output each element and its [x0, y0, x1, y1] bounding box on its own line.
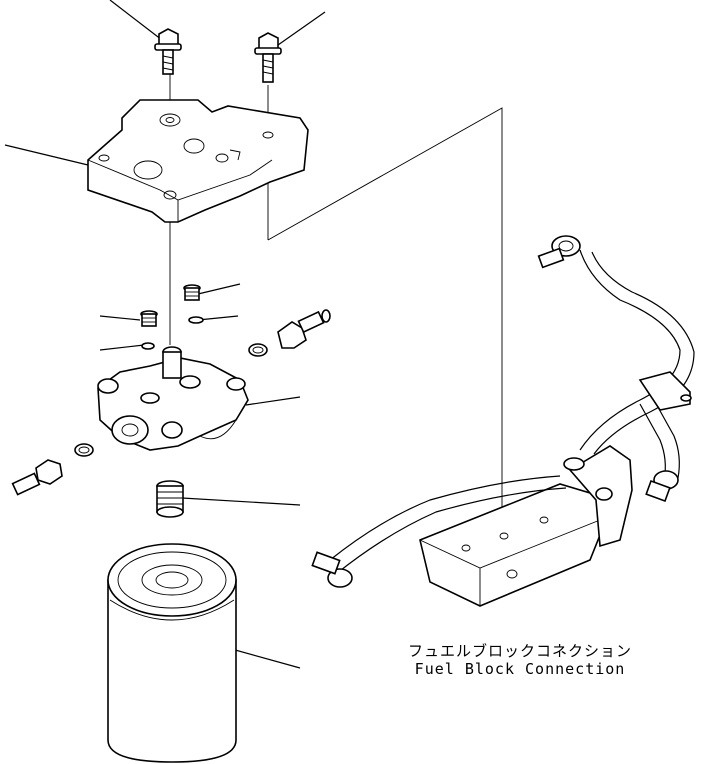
caption-japanese: フュエルブロックコネクション	[407, 642, 632, 660]
fuel-filter-cartridge	[107, 543, 237, 763]
mounting-bracket	[87, 99, 309, 223]
caption-english: Fuel Block Connection	[414, 660, 626, 678]
connector-left	[11, 443, 94, 496]
nipple	[156, 480, 184, 518]
bolt-left	[154, 28, 182, 75]
filter-head	[97, 346, 249, 451]
callout-leaders	[4, 0, 326, 669]
fuel-hoses	[329, 249, 695, 575]
plugs-and-orings	[140, 284, 204, 350]
connector-right	[248, 309, 331, 357]
hose-fittings	[311, 235, 679, 588]
fuel-block	[419, 445, 633, 607]
bolt-right	[254, 32, 282, 83]
